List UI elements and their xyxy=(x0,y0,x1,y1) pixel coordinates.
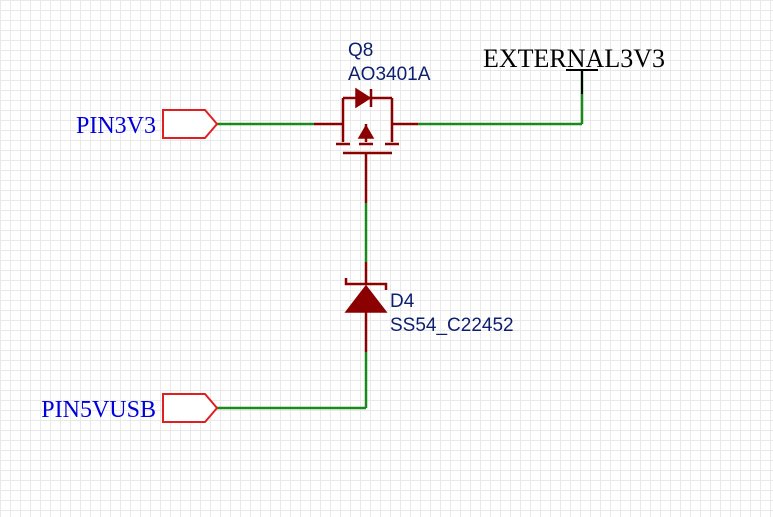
port-pin3v3[interactable]: PIN3V3 xyxy=(76,109,219,139)
wires xyxy=(217,70,584,410)
port-pin3v3-symbol[interactable] xyxy=(162,109,219,139)
q8-mosfet[interactable]: Q8 AO3401A xyxy=(314,40,431,203)
d4-value: SS54_C22452 xyxy=(390,315,514,336)
d4-diode[interactable]: D4 SS54_C22452 xyxy=(344,262,514,352)
q8-ref: Q8 xyxy=(348,40,373,61)
q8-body-diode-icon xyxy=(355,87,372,109)
port-pin5vusb[interactable]: PIN5VUSB xyxy=(41,393,219,423)
port-pin5vusb-symbol[interactable] xyxy=(162,393,219,423)
port-pin5vusb-label: PIN5VUSB xyxy=(41,397,156,423)
d4-ref: D4 xyxy=(390,291,415,312)
power-external3v3-label: EXTERNAL3V3 xyxy=(483,44,665,73)
port-pin3v3-label: PIN3V3 xyxy=(76,113,156,139)
q8-value: AO3401A xyxy=(348,64,431,85)
d4-cathode-bar xyxy=(344,278,388,290)
q8-arrow-icon xyxy=(357,124,375,139)
d4-triangle-icon xyxy=(344,284,388,313)
power-external3v3[interactable]: EXTERNAL3V3 xyxy=(483,44,665,94)
